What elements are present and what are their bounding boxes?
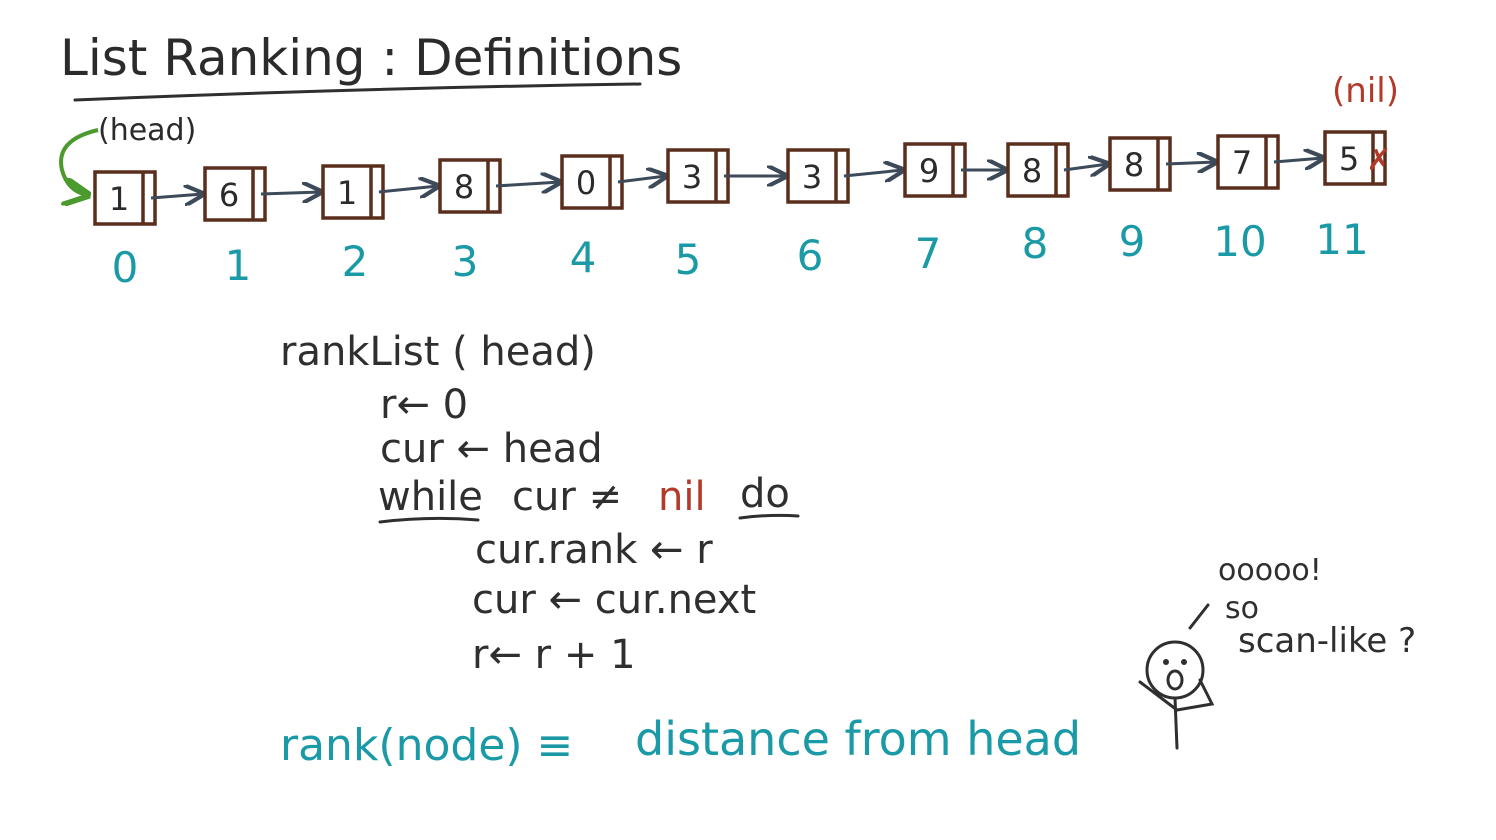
next-pointer-arrow xyxy=(1063,164,1108,170)
nil-pointer-mark: ✗ xyxy=(1366,143,1391,178)
page-title: List Ranking : Definitions xyxy=(60,29,682,87)
list-node-index: 7 xyxy=(915,229,942,278)
list-node-index: 10 xyxy=(1213,217,1266,266)
code-while-keyword: while xyxy=(378,474,483,520)
speech-tick xyxy=(1188,603,1210,630)
next-pointer-arrow xyxy=(260,192,321,194)
nil-label: (nil) xyxy=(1332,71,1399,111)
code-do-keyword: do xyxy=(740,471,790,517)
list-node-value: 8 xyxy=(454,168,474,206)
list-node-index: 0 xyxy=(112,243,139,292)
code-body-increment: r← r + 1 xyxy=(472,632,636,678)
list-node-value: 5 xyxy=(1339,140,1359,178)
next-pointer-arrow xyxy=(1273,158,1323,162)
list-node-index: 6 xyxy=(797,231,824,280)
comment-line-1: ooooo! xyxy=(1218,553,1322,588)
list-node-index: 8 xyxy=(1022,219,1049,268)
stick-figure xyxy=(1138,603,1215,750)
code-line-init-cur: cur ← head xyxy=(380,426,603,472)
next-pointer-arrow xyxy=(495,182,560,186)
title-underline xyxy=(73,82,642,102)
next-pointer-arrow xyxy=(843,170,903,176)
list-node-index: 5 xyxy=(675,235,702,284)
definition-rhs: distance from head xyxy=(635,712,1081,766)
while-underline xyxy=(378,516,480,524)
list-node-index: 11 xyxy=(1315,215,1368,264)
figure-eye-right xyxy=(1181,659,1187,665)
figure-eye-left xyxy=(1163,659,1169,665)
next-pointer-arrow xyxy=(378,186,438,192)
code-body-next: cur ← cur.next xyxy=(472,577,756,623)
list-node-value: 9 xyxy=(919,152,939,190)
figure-mouth xyxy=(1166,669,1184,691)
list-node-value: 6 xyxy=(219,176,239,214)
list-node-index: 9 xyxy=(1119,217,1146,266)
list-node-index: 3 xyxy=(452,237,479,286)
next-pointer-arrow xyxy=(1165,162,1216,164)
next-pointer-arrow xyxy=(617,176,666,182)
definition-lhs: rank(node) ≡ xyxy=(280,720,573,771)
figure-body xyxy=(1173,696,1179,750)
list-node-index: 4 xyxy=(570,233,597,282)
list-node-value: 8 xyxy=(1022,152,1042,190)
code-while-condition: cur ≠ xyxy=(512,474,622,520)
list-node-value: 3 xyxy=(682,158,702,196)
pseudocode-block: rankList ( head) r← 0 cur ← head while c… xyxy=(280,329,800,678)
list-node-value: 8 xyxy=(1124,146,1144,184)
list-node-index: 1 xyxy=(225,241,252,290)
head-label: (head) xyxy=(98,113,196,148)
comment-line-3: scan-like ? xyxy=(1238,621,1416,661)
code-nil-keyword: nil xyxy=(658,474,706,520)
code-signature: rankList ( head) xyxy=(280,329,596,375)
figure-arm-left xyxy=(1138,680,1179,712)
do-underline xyxy=(738,513,800,520)
figure-arm-right xyxy=(1175,678,1215,712)
list-node-value: 3 xyxy=(802,158,822,196)
list-node-value: 0 xyxy=(576,164,596,202)
list-node-box xyxy=(1323,130,1387,186)
code-body-rank: cur.rank ← r xyxy=(475,527,713,573)
list-node-value: 1 xyxy=(337,174,357,212)
list-node-value: 7 xyxy=(1232,144,1252,182)
list-node-index: 2 xyxy=(342,237,369,286)
head-pointer-arrow xyxy=(59,128,99,195)
list-node-value: 1 xyxy=(109,180,129,218)
next-pointer-arrow xyxy=(150,194,203,198)
comment-line-2: so xyxy=(1225,591,1259,626)
code-line-init-r: r← 0 xyxy=(380,382,468,428)
